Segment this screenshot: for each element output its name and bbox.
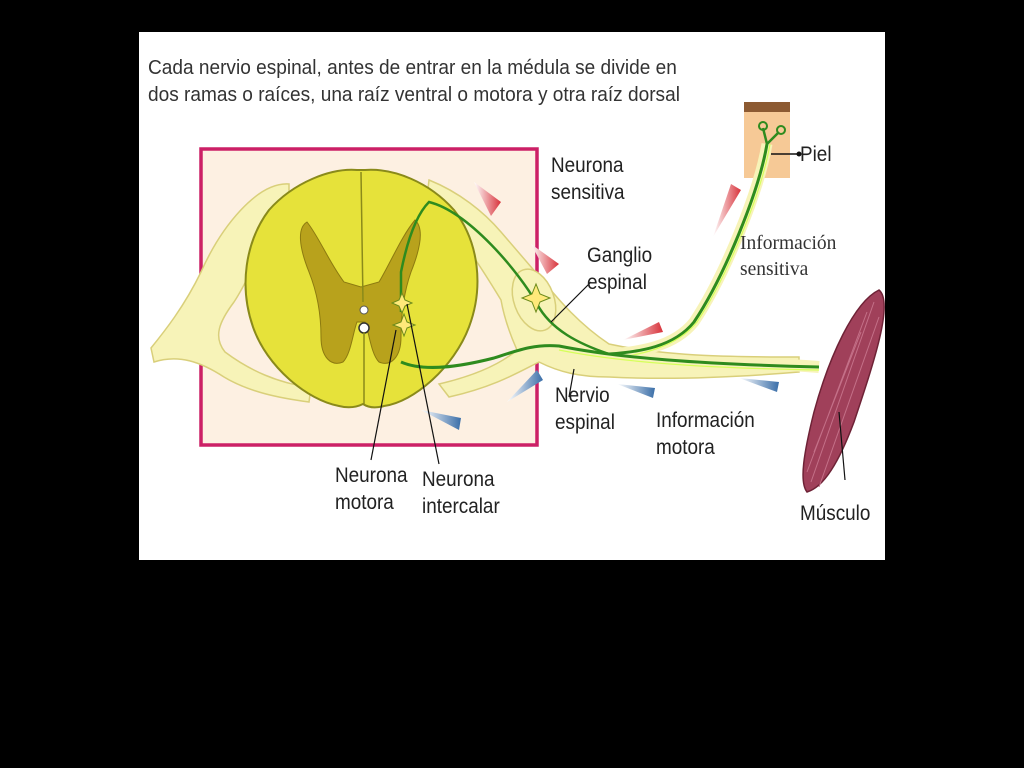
sensory-fiber-highlight — [608, 143, 771, 359]
sensory-neuron-path — [399, 200, 610, 356]
label-neurona-motora: Neurona motora — [335, 464, 408, 514]
skin-receptor-end-1 — [758, 121, 768, 131]
sensory-arrow-4 — [623, 322, 663, 340]
skin-epidermis — [744, 102, 790, 112]
motor-arrow-2 — [507, 370, 543, 402]
label-neurona-intercalar: Neurona intercalar — [422, 468, 500, 518]
label-neurona-sensitiva: Neurona sensitiva — [551, 154, 625, 204]
motor-neuron-cell — [391, 312, 417, 338]
sensory-arrow-3 — [713, 184, 741, 237]
motor-fiber-highlight — [558, 349, 820, 371]
motor-arrow-3 — [617, 384, 655, 398]
label-nervio-espinal: Nervio espinal — [555, 384, 615, 434]
anterior-fissure-canal — [358, 322, 370, 334]
leader-musculo — [838, 411, 846, 481]
reflex-arc-diagram — [150, 102, 885, 493]
muscle — [802, 289, 885, 493]
muscle-fibers — [806, 301, 880, 488]
label-informacion-sensitiva: Información sensitiva — [740, 233, 837, 280]
motor-arrow-1 — [421, 410, 461, 430]
motor-arrow-4 — [739, 378, 779, 392]
interneuron-cell — [390, 291, 414, 315]
leader-ganglio — [550, 281, 592, 323]
label-ganglio-espinal: Ganglio espinal — [587, 244, 653, 294]
ganglion-neuron-cell — [520, 282, 552, 314]
skin-receptor-end-2 — [776, 125, 786, 135]
midline-fissure — [360, 171, 365, 404]
label-piel: Piel — [800, 143, 832, 166]
left-nerve-roots — [150, 183, 312, 403]
leader-neurona-motora — [370, 329, 397, 461]
diagram-caption: Cada nervio espinal, antes de entrar en … — [148, 54, 680, 108]
slide: Cada nervio espinal, antes de entrar en … — [139, 32, 885, 560]
motor-fiber — [400, 344, 820, 370]
sensory-fiber — [608, 143, 769, 356]
label-informacion-motora: Información motora — [656, 409, 755, 459]
leader-neurona-intercalar — [406, 303, 440, 465]
sensory-arrow-1 — [474, 182, 501, 216]
leader-piel-dot — [796, 151, 802, 157]
caption-line-1: Cada nervio espinal, antes de entrar en … — [148, 56, 677, 79]
leader-nervio — [568, 368, 575, 398]
right-nerve-roots — [426, 178, 800, 398]
sensory-arrow-2 — [531, 244, 559, 274]
label-musculo: Músculo — [800, 502, 871, 525]
caption-line-2: dos ramas o raíces, una raíz ventral o m… — [148, 83, 680, 106]
spinal-cord-gray-matter — [300, 219, 421, 364]
central-canal — [359, 305, 369, 315]
